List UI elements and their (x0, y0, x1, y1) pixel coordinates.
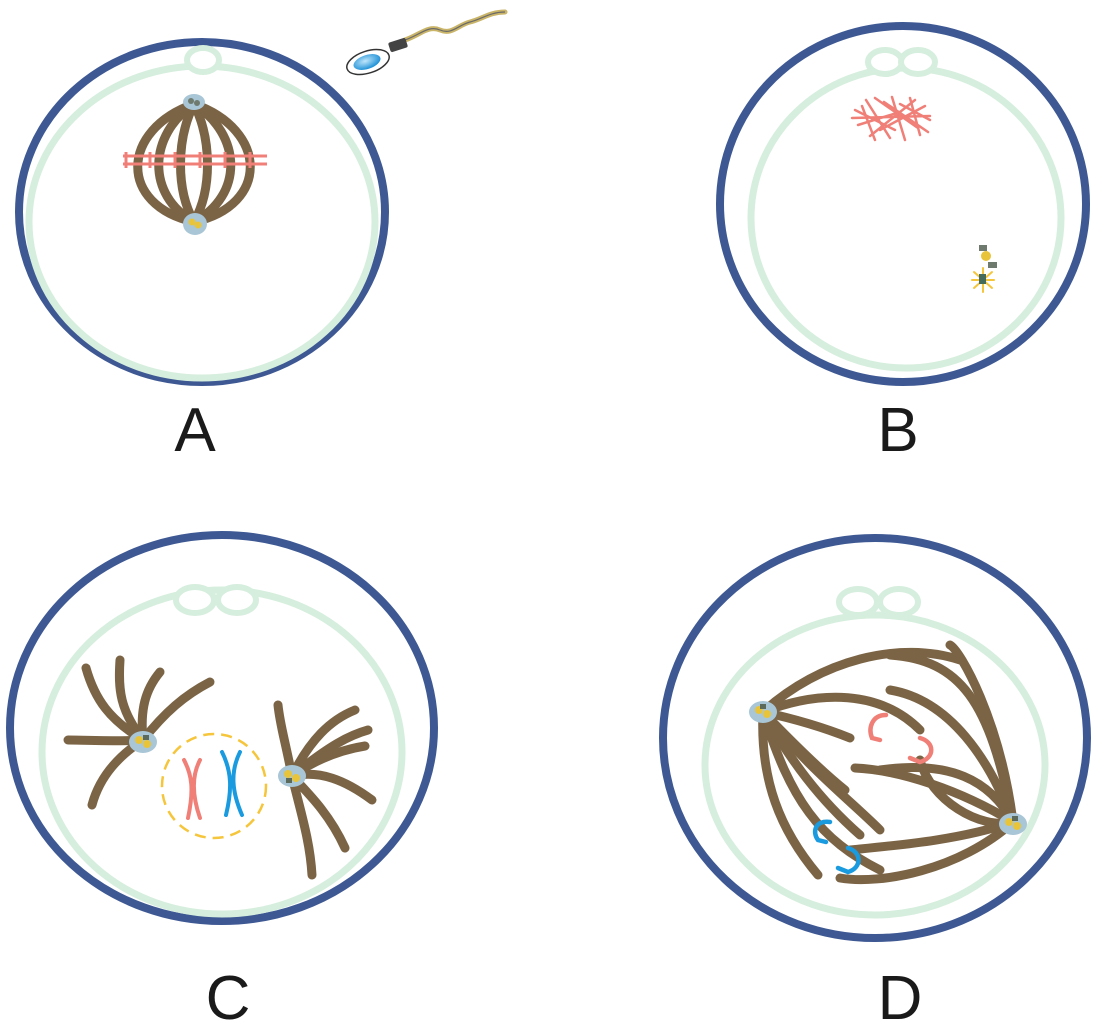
panel-label-a: A (135, 400, 255, 462)
centrosome-left (749, 701, 777, 723)
centrosome-right (999, 813, 1027, 835)
spindle-pole-top (183, 94, 205, 110)
panel-label-c: C (168, 968, 288, 1030)
zona-pellucida (720, 26, 1086, 382)
nuclear-envelope (162, 734, 266, 838)
centrosome-left (129, 731, 157, 753)
polar-body (187, 48, 219, 72)
aster-right (278, 705, 372, 875)
cell-membrane (751, 68, 1061, 368)
panel-a (19, 12, 505, 382)
maternal-chromosome-cluster (852, 97, 930, 140)
polar-body (839, 589, 918, 615)
spindle-pole-bottom (183, 213, 207, 235)
polar-body (868, 50, 935, 74)
sperm (344, 12, 505, 79)
maternal-chromosomes (871, 715, 932, 762)
centrosome-right (278, 765, 306, 787)
panel-b (720, 26, 1086, 382)
panel-c (10, 535, 434, 921)
bipolar-spindle (763, 645, 1013, 880)
panel-d (663, 538, 1087, 938)
paternal-chromosome (222, 752, 242, 815)
maternal-chromosome (184, 760, 200, 818)
panel-label-d: D (840, 968, 960, 1030)
panel-label-b: B (838, 400, 958, 462)
sperm-centriole (972, 245, 997, 292)
